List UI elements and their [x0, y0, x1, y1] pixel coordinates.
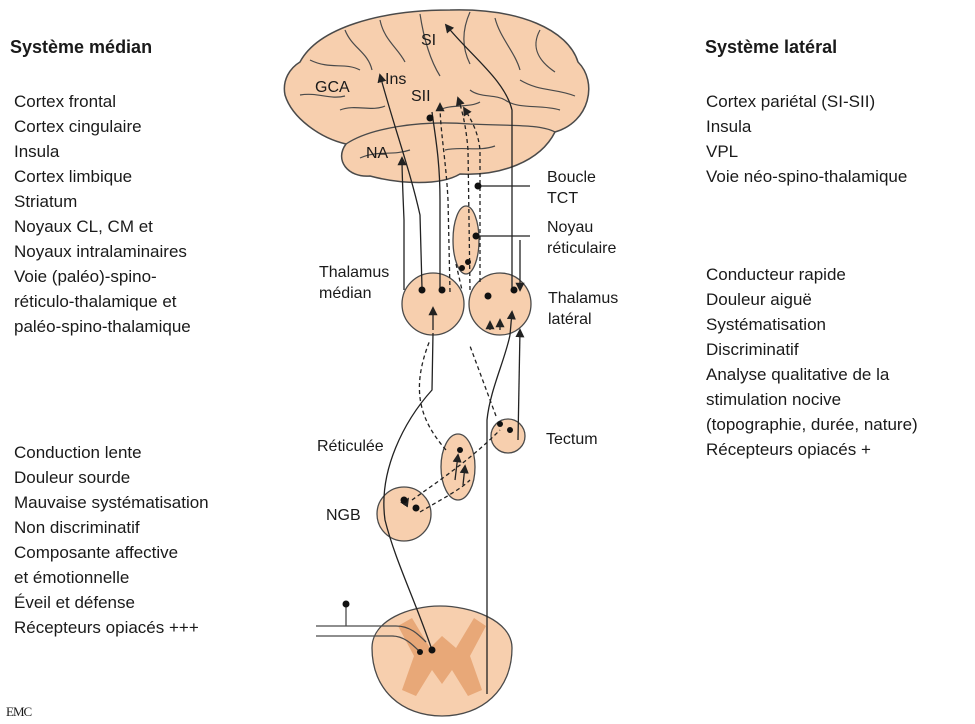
neuron-bodies — [343, 115, 518, 656]
label-tectum: Tectum — [546, 429, 598, 450]
label-ins: Ins — [385, 71, 406, 89]
emc-logo: EMC — [6, 704, 31, 720]
label-si: SI — [421, 32, 436, 50]
label-gca: GCA — [315, 79, 350, 97]
label-reticulee: Réticulée — [317, 436, 384, 457]
label-ngb: NGB — [326, 505, 361, 526]
label-sii: SII — [411, 88, 431, 106]
ngb-nucleus — [377, 487, 431, 541]
tectum-nucleus — [491, 419, 525, 453]
label-na: NA — [366, 145, 388, 163]
